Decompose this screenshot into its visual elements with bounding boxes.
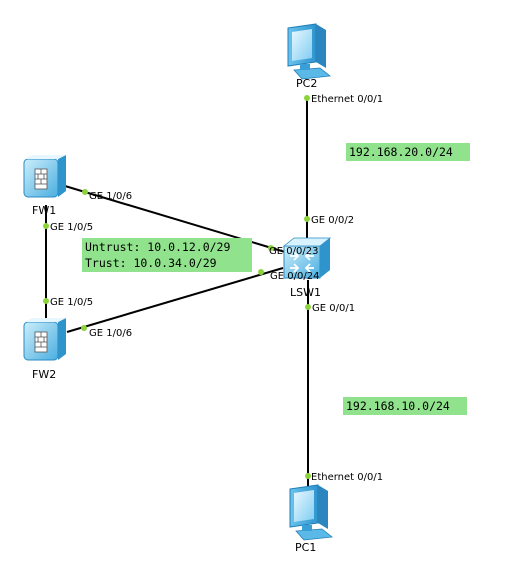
fw2-icon[interactable] (23, 318, 66, 361)
net-label-pc2: 192.168.20.0/24 (349, 145, 453, 159)
zone-box (82, 238, 252, 272)
port-label-fw1-ge106: GE 1/0/6 (89, 191, 132, 202)
port-label-pc2-eth: Ethernet 0/0/1 (311, 94, 383, 105)
net-label-pc1: 192.168.10.0/24 (346, 399, 450, 413)
fw1-icon[interactable] (23, 155, 66, 198)
port-dot-pc2-eth (304, 95, 310, 101)
port-label-lsw1-ge002: GE 0/0/2 (311, 215, 354, 226)
port-dot-lsw1-ge002 (304, 216, 310, 222)
port-dot-lsw1-ge0023 (268, 245, 274, 251)
lsw1-label: LSW1 (290, 286, 321, 299)
port-label-lsw1-ge001: GE 0/0/1 (312, 303, 355, 314)
zone-untrust-label: Untrust: 10.0.12.0/29 (85, 240, 230, 254)
port-label-lsw1-ge0023: GE 0/0/23 (269, 246, 318, 257)
net-box-pc2 (346, 143, 470, 161)
lsw1-icon[interactable] (282, 237, 332, 279)
port-dot-fw1-ge106 (82, 189, 88, 195)
port-label-fw1-ge105: GE 1/0/5 (50, 222, 93, 233)
port-dot-lsw1-ge0024 (258, 269, 264, 275)
port-dot-fw1-ge105 (43, 223, 49, 229)
pc2-label: PC2 (296, 77, 317, 90)
link-fw2-lsw1 (66, 267, 284, 333)
net-box-pc1 (343, 397, 467, 415)
port-dot-fw2-ge106 (81, 325, 87, 331)
port-label-pc1-eth: Ethernet 0/0/1 (311, 472, 383, 483)
port-label-lsw1-ge0024: GE 0/0/24 (270, 271, 319, 282)
port-dot-fw2-ge105 (43, 298, 49, 304)
port-dot-pc1-eth (305, 473, 311, 479)
fw1-label: FW1 (32, 204, 56, 217)
zone-trust-label: Trust: 10.0.34.0/29 (85, 256, 217, 270)
port-dot-lsw1-ge001 (305, 304, 311, 310)
pc2-icon[interactable] (287, 23, 332, 80)
pc1-label: PC1 (295, 541, 316, 554)
pc1-icon[interactable] (289, 484, 334, 541)
port-label-fw2-ge106: GE 1/0/6 (89, 328, 132, 339)
fw2-label: FW2 (32, 368, 56, 381)
port-label-fw2-ge105: GE 1/0/5 (50, 297, 93, 308)
